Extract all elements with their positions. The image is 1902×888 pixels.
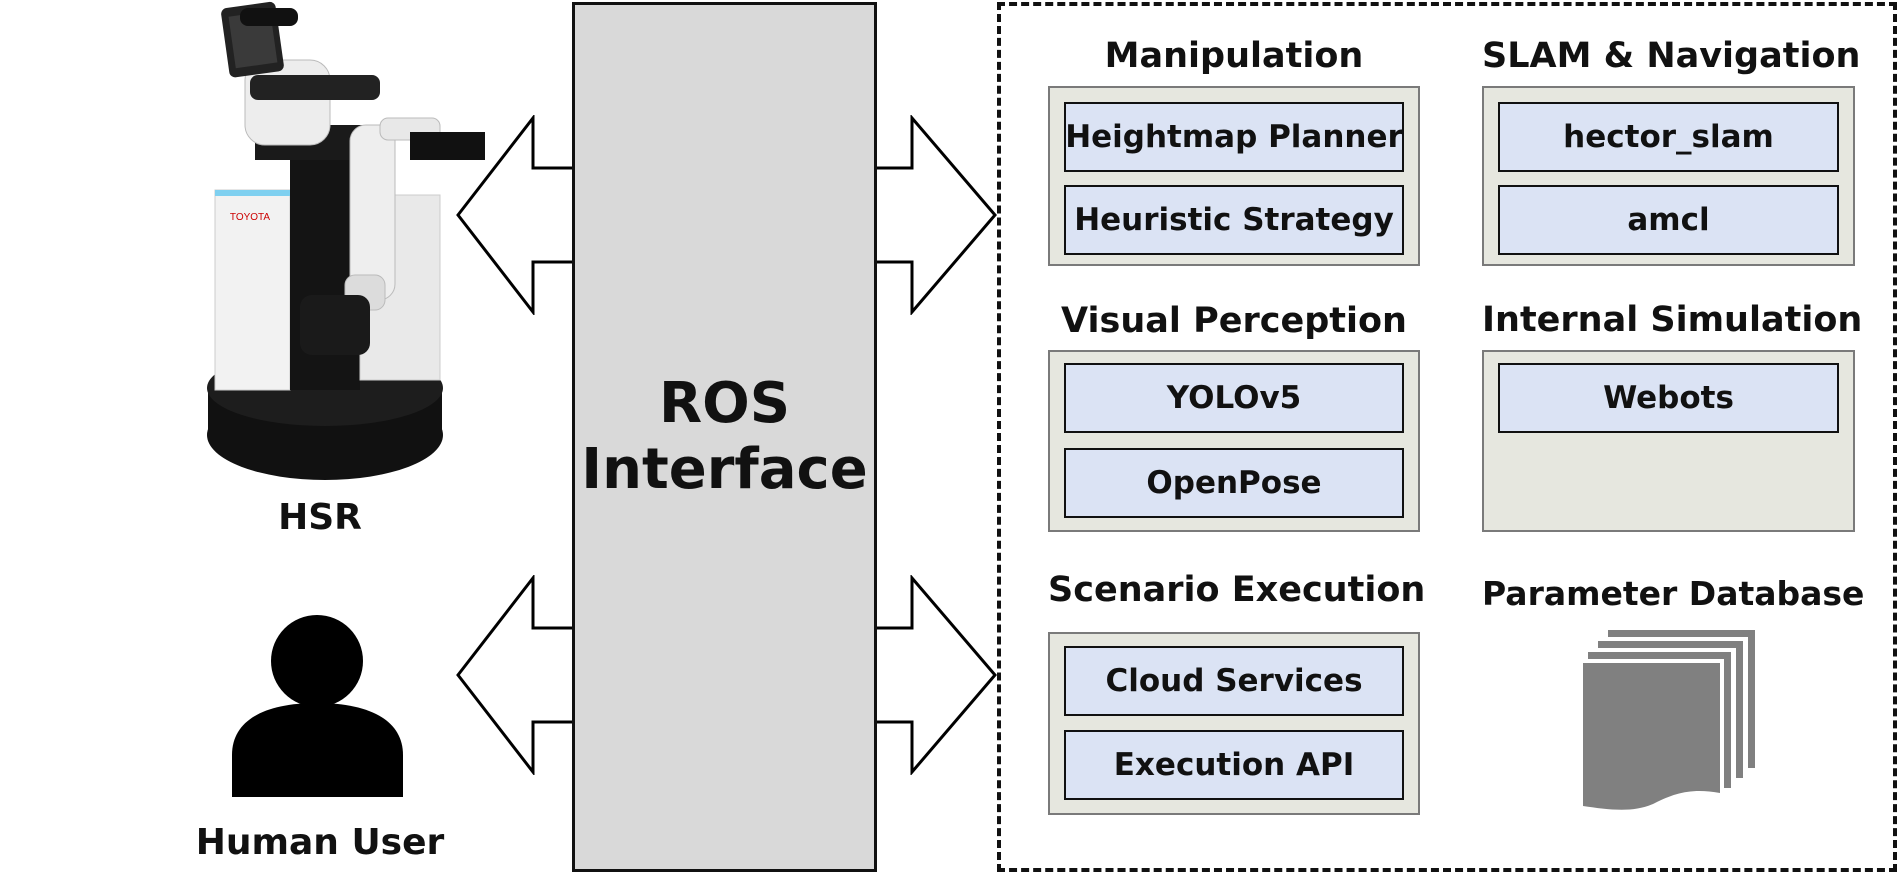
human-user-label: Human User: [195, 822, 445, 863]
svg-text:TOYOTA: TOYOTA: [230, 212, 271, 223]
scenario-execution-title: Scenario Execution: [1048, 570, 1426, 610]
parameter-database-title: Parameter Database: [1482, 574, 1865, 613]
heightmap-planner-box: Heightmap Planner: [1064, 102, 1404, 172]
manipulation-panel: Heightmap Planner Heuristic Strategy: [1048, 86, 1420, 266]
cloud-services-box: Cloud Services: [1064, 646, 1404, 716]
services-container: [997, 2, 1897, 872]
ros-title-line1: ROS: [658, 371, 791, 436]
yolov5-box: YOLOv5: [1064, 363, 1404, 433]
person-icon: [232, 615, 403, 797]
ros-title-line2: Interface: [581, 437, 868, 502]
slam-navigation-panel: hector_slam amcl: [1482, 86, 1855, 266]
slam-navigation-title: SLAM & Navigation: [1482, 36, 1861, 76]
visual-perception-panel: YOLOv5 OpenPose: [1048, 350, 1420, 532]
robot-icon: TOYOTA: [207, 1, 485, 480]
execution-api-box: Execution API: [1064, 730, 1404, 800]
ros-to-services-arrow-bottom: [873, 575, 997, 775]
openpose-box: OpenPose: [1064, 448, 1404, 518]
visual-perception-title: Visual Perception: [1061, 301, 1407, 341]
scenario-execution-panel: Cloud Services Execution API: [1048, 632, 1420, 815]
document-stack-icon: [1583, 630, 1755, 810]
webots-box: Webots: [1498, 363, 1839, 433]
hector-slam-box: hector_slam: [1498, 102, 1839, 172]
hsr-arrow: [456, 115, 579, 315]
ros-interface-box: ROS Interface: [572, 2, 877, 872]
hsr-label: HSR: [278, 497, 362, 538]
heuristic-strategy-box: Heuristic Strategy: [1064, 185, 1404, 255]
human-arrow: [456, 575, 579, 775]
amcl-box: amcl: [1498, 185, 1839, 255]
manipulation-title: Manipulation: [1104, 36, 1364, 76]
ros-to-services-arrow-top: [873, 115, 997, 315]
internal-simulation-title: Internal Simulation: [1482, 300, 1863, 340]
internal-simulation-panel: Webots: [1482, 350, 1855, 532]
